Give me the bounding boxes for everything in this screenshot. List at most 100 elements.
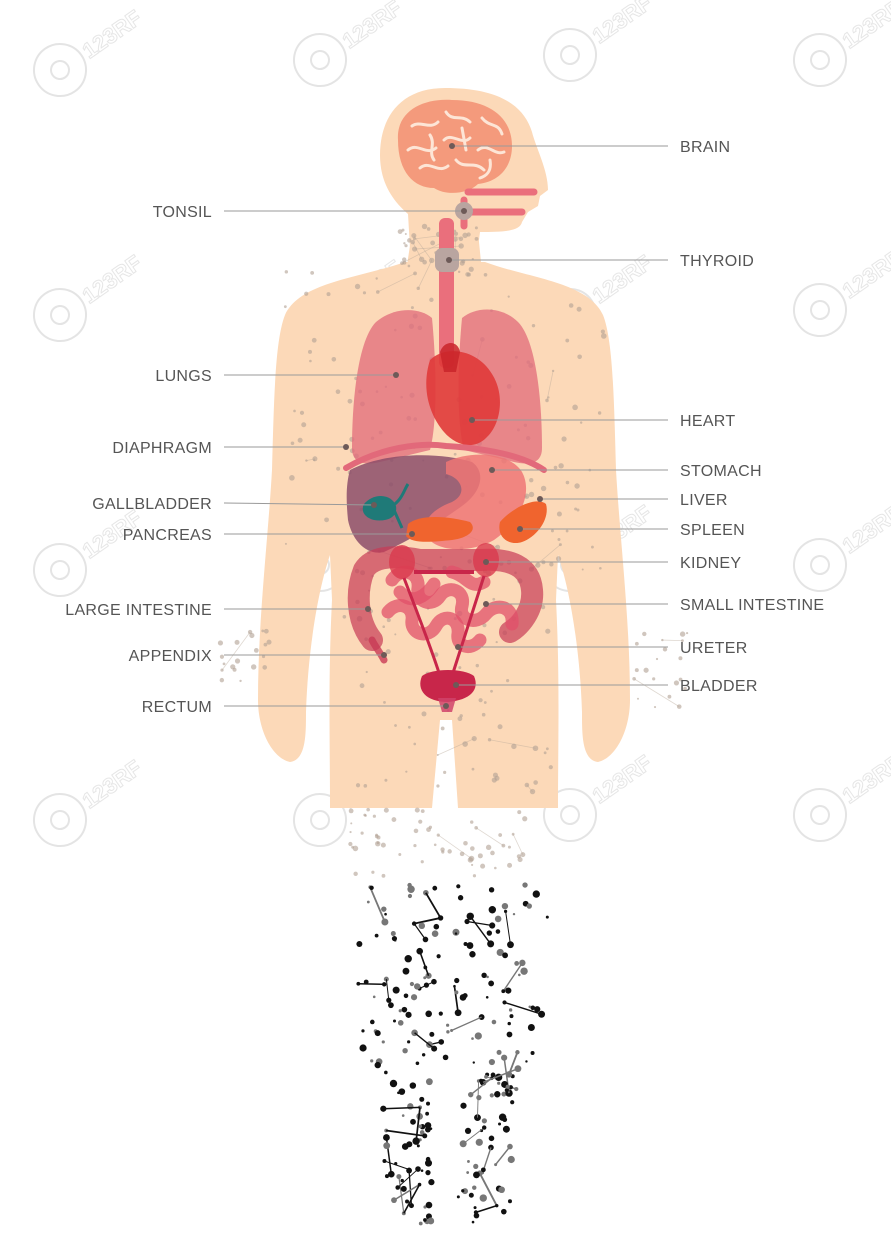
network-node — [418, 819, 423, 824]
network-node — [474, 236, 479, 241]
leg-network-node — [423, 976, 427, 980]
appendix-dot — [381, 652, 387, 658]
leg-network-node — [473, 1206, 477, 1210]
thyroid-dot — [446, 257, 452, 263]
leg-network-node — [450, 1029, 454, 1033]
leg-network-edge — [403, 1184, 421, 1214]
network-node — [290, 441, 295, 446]
network-node — [478, 698, 483, 703]
leg-network-node — [442, 1054, 449, 1061]
leg-network-node — [426, 1101, 431, 1106]
leg-network-node — [391, 935, 398, 942]
leg-network-node — [423, 982, 430, 988]
network-node — [662, 647, 668, 652]
network-node — [412, 237, 416, 241]
network-node — [372, 814, 376, 818]
watermark-lens-icon — [310, 50, 330, 70]
kidney-dot — [483, 559, 489, 565]
network-node — [371, 870, 375, 874]
watermark-mark: 123RF — [793, 0, 891, 87]
leg-network-node — [484, 1074, 488, 1079]
network-node — [309, 359, 312, 363]
network-node — [394, 633, 397, 636]
network-node — [561, 436, 567, 442]
leg-network-node — [514, 961, 520, 966]
watermark-mark: 123RF — [33, 250, 147, 342]
network-node — [266, 639, 272, 645]
leg-network-node — [401, 1006, 408, 1013]
network-node — [492, 597, 496, 601]
leg-network-node — [398, 1009, 402, 1013]
network-node — [495, 640, 498, 644]
network-node — [414, 807, 420, 813]
watermark-text: 123RF — [78, 755, 146, 813]
network-node — [498, 833, 503, 837]
leg-network-node — [425, 1010, 432, 1018]
stomach-dot — [489, 467, 495, 473]
leg-network-node — [505, 987, 512, 994]
leg-network-node — [507, 1143, 513, 1150]
leg-network-node — [479, 1078, 483, 1083]
watermark-camera-icon — [793, 283, 847, 337]
network-node — [517, 857, 523, 863]
leg-network-node — [466, 1171, 470, 1174]
leg-network-edge — [508, 1051, 519, 1075]
network-node — [250, 664, 257, 670]
bile-duct — [391, 483, 410, 529]
network-node — [283, 305, 287, 309]
leg-network-node — [388, 1002, 394, 1009]
network-node — [471, 735, 477, 742]
watermark-mark: 123RF — [793, 245, 891, 337]
leg-network-edge — [502, 962, 523, 992]
network-node — [636, 697, 639, 700]
network-node — [436, 753, 439, 756]
network-node — [462, 741, 468, 747]
leg-network-node — [400, 1178, 404, 1183]
network-edge — [489, 739, 536, 749]
watermark-camera-icon — [33, 543, 87, 597]
thyroid-label: THYROID — [680, 253, 754, 270]
leg-network-node — [437, 915, 444, 921]
leg-network-node — [438, 1011, 443, 1016]
leg-network-node — [489, 1093, 494, 1098]
left-lung — [352, 310, 436, 464]
leg-network-node — [490, 1072, 496, 1078]
network-node — [261, 654, 266, 659]
watermark-mark: 123RF — [793, 750, 891, 842]
tonsil-dot — [461, 208, 467, 214]
network-node — [533, 780, 538, 785]
leg-network-node — [429, 1031, 435, 1037]
network-node — [331, 356, 337, 362]
network-node — [483, 701, 487, 704]
heart-dot — [469, 417, 475, 423]
network-node — [556, 511, 562, 517]
watermark-camera-icon — [543, 28, 597, 82]
network-node — [398, 852, 402, 856]
network-node — [487, 738, 492, 742]
network-node — [555, 556, 562, 562]
leg-network-node — [412, 1137, 420, 1145]
network-node — [404, 244, 408, 248]
network-node — [655, 657, 659, 661]
watermark-mark: 123RF — [33, 755, 147, 847]
network-node — [407, 725, 411, 729]
leg-network-node — [431, 978, 437, 985]
leg-network-node — [410, 994, 418, 1001]
network-node — [365, 670, 368, 674]
leg-network-node — [418, 1221, 423, 1226]
leg-network-node — [460, 1102, 467, 1109]
network-node — [557, 538, 561, 542]
leg-network-node — [405, 1199, 410, 1204]
network-node — [634, 641, 639, 646]
network-node — [462, 232, 468, 239]
leg-network-node — [497, 1081, 501, 1085]
network-node — [436, 833, 440, 837]
body-network-overlay — [217, 223, 689, 878]
network-node — [576, 306, 582, 312]
lungs-dot — [393, 372, 399, 378]
network-node — [470, 846, 475, 851]
network-node — [452, 236, 458, 242]
network-node — [352, 845, 359, 852]
leg-network-node — [403, 993, 409, 999]
network-node — [678, 677, 683, 682]
